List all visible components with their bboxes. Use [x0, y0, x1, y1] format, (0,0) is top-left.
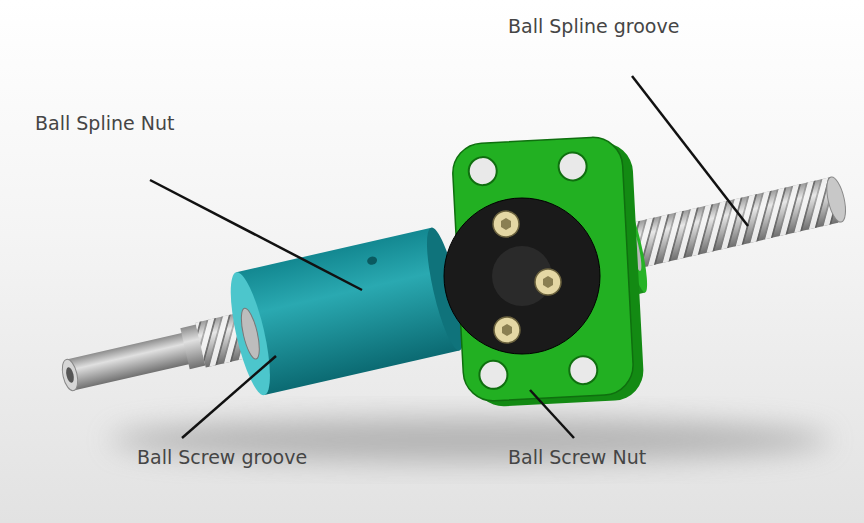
leader-lines [150, 76, 748, 438]
part-label: Ball Screw Nut [508, 446, 646, 469]
part-label: Ball Spline groove [508, 15, 679, 38]
part-label: Ball Screw groove [137, 446, 307, 469]
part-label: Ball Spline Nut [35, 112, 174, 135]
